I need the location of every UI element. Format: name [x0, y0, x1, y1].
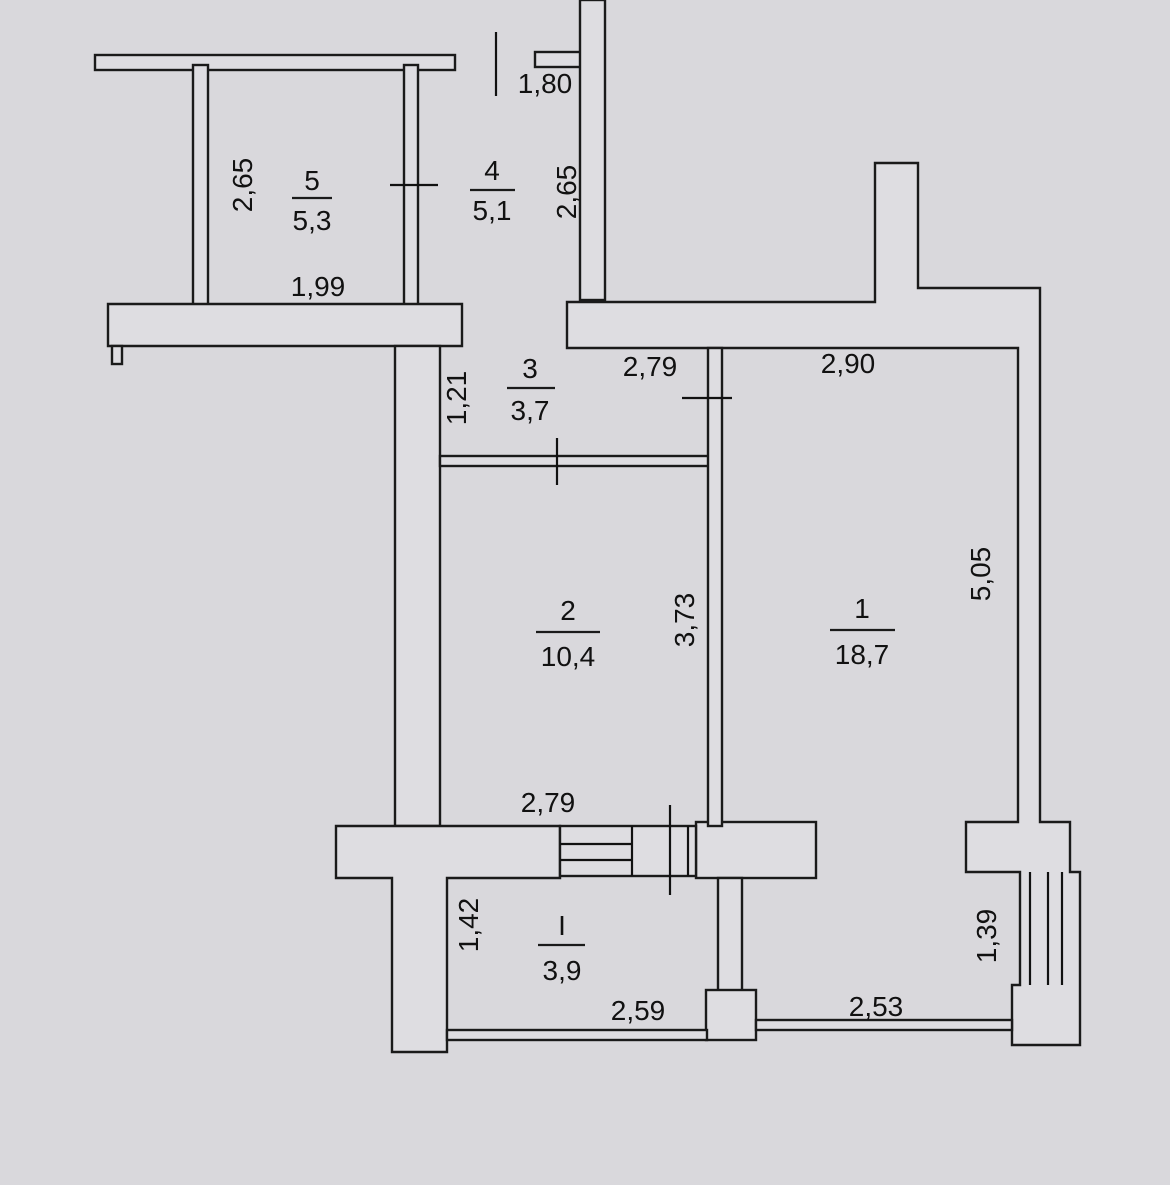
wall-loggia-column [716, 876, 744, 995]
room5-area: 5,3 [293, 205, 332, 236]
wall-left-slab [106, 302, 464, 348]
wall-bottom-cross [334, 824, 562, 1054]
dim-2-65-left: 2,65 [227, 158, 258, 213]
wall-lower-block [694, 820, 818, 880]
dimension-labels: 1,80 2,65 2,65 1,99 1,21 2,79 2,90 3,73 … [227, 68, 1002, 1026]
dim-3-73: 3,73 [669, 593, 700, 648]
dim-2-79-bottom: 2,79 [521, 787, 576, 818]
wall-bottom-left [445, 1028, 709, 1042]
wall-room5-left [191, 63, 210, 307]
loggia-number: I [558, 910, 566, 941]
dim-1-99: 1,99 [291, 271, 346, 302]
wall-top-left [93, 53, 457, 72]
dim-2-59: 2,59 [611, 995, 666, 1026]
dim-5-05: 5,05 [965, 547, 996, 602]
windows [390, 32, 1064, 985]
dim-2-79-top: 2,79 [623, 351, 678, 382]
room-labels: 5 5,3 4 5,1 3 3,7 2 10,4 1 18,7 I 3,9 [292, 155, 895, 986]
room2-number: 2 [560, 595, 576, 626]
dim-1-21: 1,21 [441, 371, 472, 426]
dim-1-42: 1,42 [453, 898, 484, 953]
walls [93, 0, 1082, 1054]
dim-2-53: 2,53 [849, 991, 904, 1022]
wall-right-outer [565, 161, 1082, 1047]
wall-top-right-vertical [578, 0, 607, 302]
wall-center-vertical [393, 344, 442, 828]
room1-area: 18,7 [835, 639, 890, 670]
dim-2-90: 2,90 [821, 348, 876, 379]
wall-bottom-right [754, 1018, 1014, 1032]
dim-1-39: 1,39 [971, 909, 1002, 964]
balcony-door-frame [558, 824, 698, 878]
room3-area: 3,7 [511, 395, 550, 426]
wall-loggia-pier [704, 988, 758, 1042]
room5-number: 5 [304, 165, 320, 196]
wall-room2-room1 [706, 346, 724, 828]
wall-left-slab-stub [110, 344, 124, 366]
wall-room2-top [438, 454, 712, 468]
loggia-area: 3,9 [543, 955, 582, 986]
dim-1-80: 1,80 [518, 68, 573, 99]
room2-area: 10,4 [541, 641, 596, 672]
dim-2-65-right: 2,65 [551, 165, 582, 220]
room4-area: 5,1 [473, 195, 512, 226]
room4-number: 4 [484, 155, 500, 186]
room3-number: 3 [522, 353, 538, 384]
room1-number: 1 [854, 593, 870, 624]
